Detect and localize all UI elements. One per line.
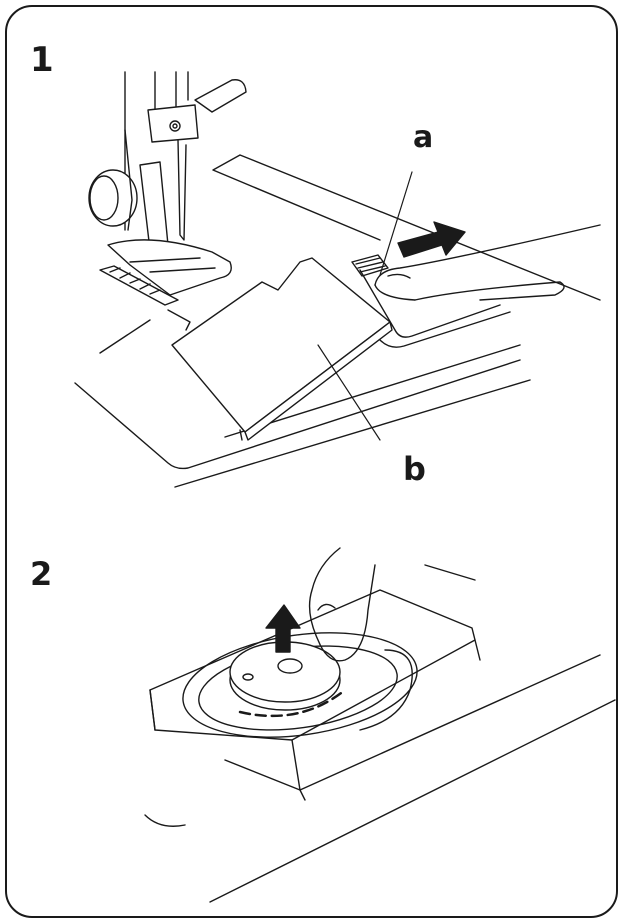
presser-foot-assembly <box>88 71 247 331</box>
finger-pushing <box>374 224 601 301</box>
callout-a-leader <box>379 171 413 276</box>
bobbin-plate-outline <box>359 269 501 338</box>
lift-arrow-icon <box>265 604 301 653</box>
bobbin <box>229 641 341 711</box>
release-button <box>351 254 389 277</box>
step-1-label: 1 <box>30 40 54 80</box>
step-2-label: 2 <box>30 555 53 593</box>
callout-a-label: a <box>413 120 434 155</box>
callout-b-label: b <box>403 450 426 488</box>
step1-illustration <box>74 71 601 488</box>
figure-border <box>5 5 618 918</box>
slide-arrow-icon <box>397 221 466 258</box>
bobbin-cover-plate <box>171 257 393 441</box>
finger-lifting <box>308 547 376 662</box>
step2-illustration <box>144 547 616 903</box>
callout-b-leader <box>317 344 381 441</box>
machine-bed <box>212 154 601 301</box>
